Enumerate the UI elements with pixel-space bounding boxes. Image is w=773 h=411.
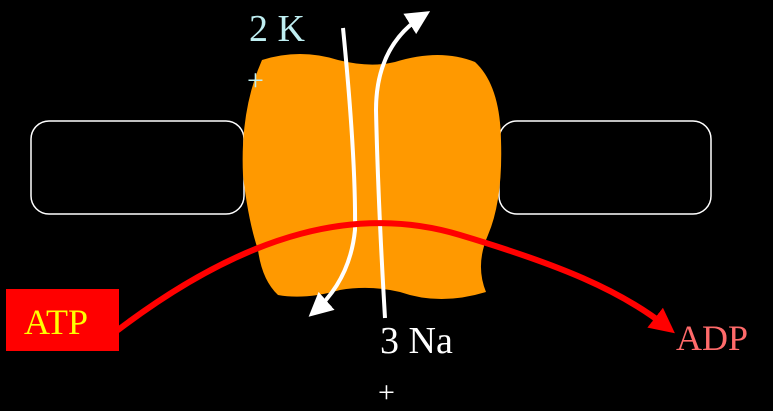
sodium-ion-label: 3 Na	[380, 320, 453, 362]
atp-label: ATP	[24, 302, 89, 342]
membrane-block-left	[30, 120, 245, 215]
sodium-arrow	[373, 11, 431, 319]
adp-label: ADP	[676, 318, 749, 358]
sodium-charge-label: +	[378, 376, 395, 409]
pump-protein	[242, 54, 502, 299]
potassium-charge-label: +	[247, 64, 264, 97]
potassium-arrow	[308, 27, 358, 317]
atp-box	[6, 289, 119, 351]
membrane-block-right	[498, 120, 712, 215]
potassium-ion-label: 2 K	[249, 8, 305, 50]
energy-arrow	[115, 220, 675, 334]
